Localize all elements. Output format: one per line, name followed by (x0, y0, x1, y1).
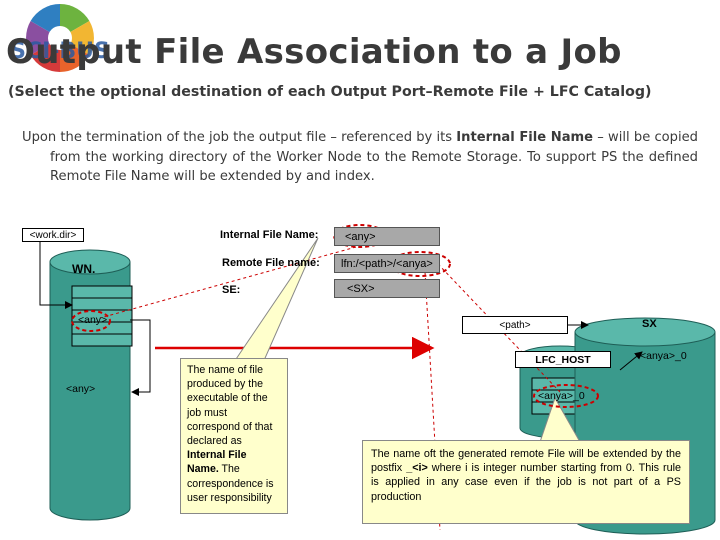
page-title: Output File Association to a Job (6, 32, 622, 72)
wn-file-any-bottom: <any> (66, 383, 96, 395)
internal-file-name-value: <any> (345, 230, 376, 243)
left-note-bold: Internal File Name. (187, 449, 247, 476)
lfc-file-anya0: <anya>_0 (538, 390, 585, 402)
lfc-host-box: LFC_HOST (515, 351, 611, 368)
remote-file-name-label: Remote File name: (222, 257, 320, 269)
page-subtitle: (Select the optional destination of each… (8, 84, 652, 100)
intro-paragraph: Upon the termination of the job the outp… (22, 128, 698, 187)
path-box: <path> (462, 316, 568, 334)
right-note-text-2: where i is integer number starting from … (371, 462, 681, 503)
work-dir-box: <work.dir> (22, 228, 84, 242)
work-dir-label: <work.dir> (29, 229, 77, 241)
se-field[interactable]: <SX> (334, 279, 440, 298)
intro-text-2: – will be copied from the working direct… (50, 130, 698, 184)
intro-text-1: Upon the termination of the job the outp… (22, 130, 457, 145)
se-value: <SX> (347, 282, 375, 295)
sx-file-anya0: <anya>_0 (640, 350, 687, 362)
wn-label: WN. (72, 262, 96, 276)
right-note-text-1: The name oft the generated remote File w… (371, 448, 681, 475)
wn-file-highlight (71, 310, 111, 332)
logo-text: SCI-BUS (10, 39, 110, 64)
lfc-host-label: LFC_HOST (535, 353, 591, 366)
anya-arrow (619, 351, 643, 371)
left-note-text-2: The correspondence is user responsibilit… (187, 463, 274, 504)
remote-value-highlight (389, 251, 451, 277)
sx-label: SX (642, 318, 657, 330)
wn-file-any: <any> (78, 314, 108, 326)
workdir-connector (39, 240, 73, 309)
path-label: <path> (499, 319, 531, 331)
internal-name-dashed-line (99, 246, 357, 319)
internal-file-name-field[interactable]: <any> (334, 227, 440, 246)
right-note-bold: _<i> (406, 462, 428, 475)
lfc-file-highlight (533, 384, 599, 408)
right-note: The name oft the generated remote File w… (362, 440, 690, 524)
intro-text-bold: Internal File Name (456, 130, 594, 145)
left-note: The name of file produced by the executa… (180, 358, 288, 514)
se-label: SE: (222, 284, 241, 296)
any-connector (130, 319, 151, 396)
left-note-text-1: The name of file produced by the executa… (187, 364, 273, 448)
remote-name-dashed-line-2 (424, 271, 441, 531)
remote-file-name-value: lfn:/<path>/<anya> (341, 257, 433, 270)
sci-bus-logo: SCI-BUS (10, 4, 110, 72)
internal-file-name-label: Internal File Name: (220, 229, 319, 241)
work-dir-files (71, 285, 133, 347)
remote-file-name-field[interactable]: lfn:/<path>/<anya> (334, 254, 440, 273)
